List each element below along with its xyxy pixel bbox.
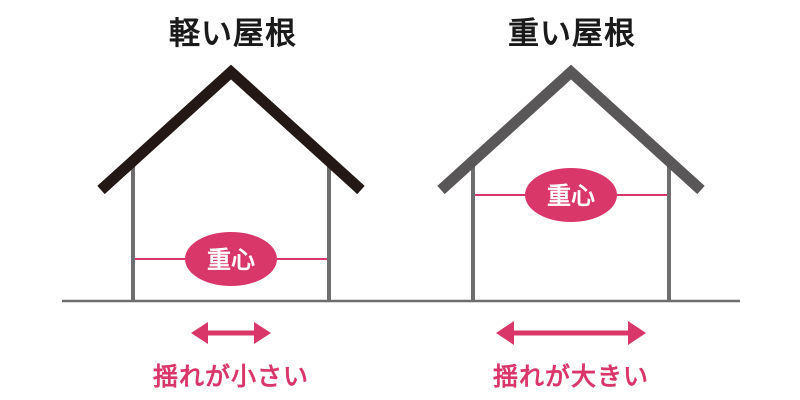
heavy-sway-caption: 揺れが大きい [492,362,649,391]
light-center-of-gravity-badge [185,232,277,286]
light-roof-title: 軽い屋根 [169,16,297,52]
light-sway-caption: 揺れが小さい [152,362,309,391]
light-roof [97,64,365,195]
heavy-roof [437,64,705,195]
light-center-of-gravity-label: 重心 [207,246,255,274]
heavy-roof-house: 重心 [437,64,705,345]
heavy-sway-arrow [496,321,646,345]
heavy-roof-title: 重い屋根 [508,16,636,52]
heavy-center-of-gravity-badge [525,168,617,222]
light-sway-arrow [191,322,271,344]
light-roof-house: 重心 [97,64,365,344]
heavy-center-of-gravity-label: 重心 [547,182,595,210]
